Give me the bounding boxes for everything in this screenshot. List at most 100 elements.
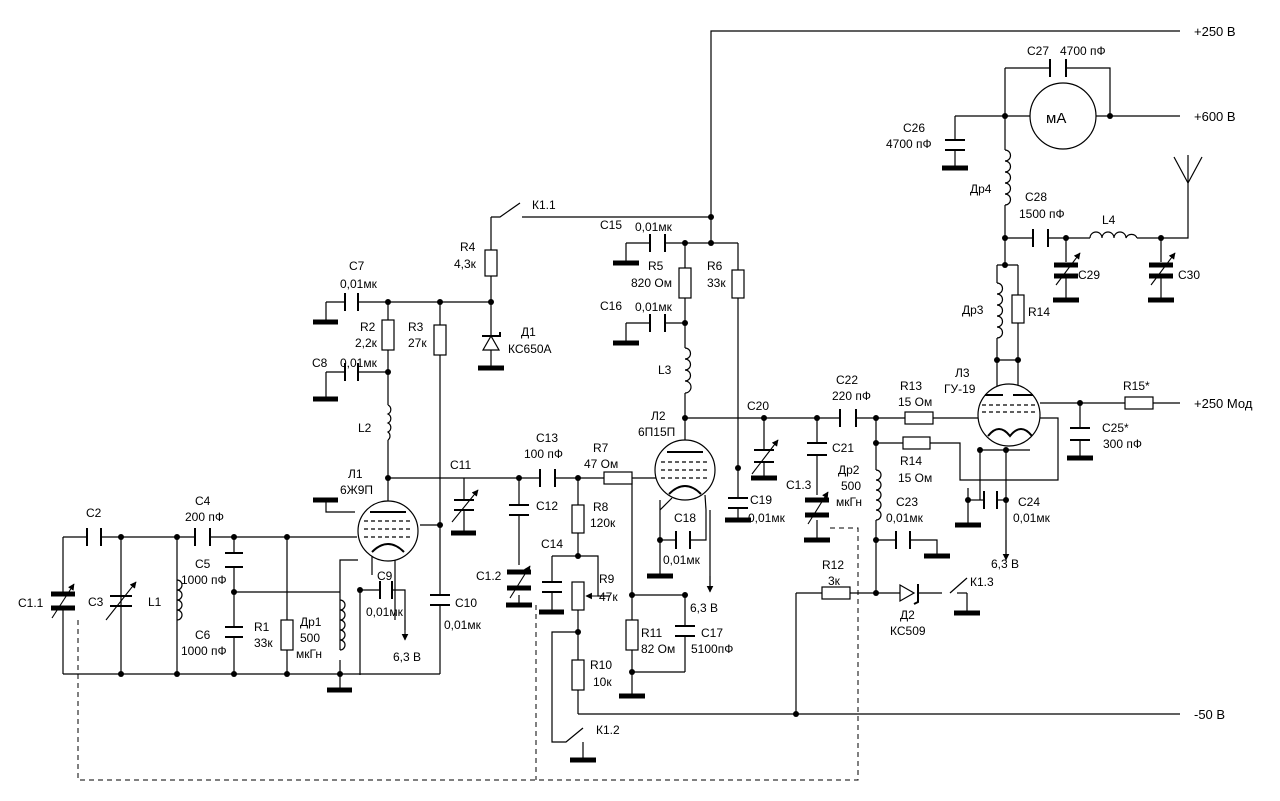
zener-d2 bbox=[899, 583, 916, 603]
component-value: 500 bbox=[841, 479, 861, 493]
component-ref: К1.1 bbox=[532, 198, 556, 212]
component-value: 47к bbox=[599, 590, 618, 604]
component-value: 1500 пФ bbox=[1019, 207, 1065, 221]
component-ref: C9 bbox=[377, 569, 393, 583]
component-ref: C3 bbox=[88, 595, 104, 609]
component-value: 0,01мк bbox=[444, 618, 482, 632]
component-ref: R6 bbox=[707, 259, 723, 273]
component-value: 100 пФ bbox=[524, 447, 563, 461]
component-ref: R9 bbox=[599, 572, 615, 586]
component-ref: R1 bbox=[254, 620, 270, 634]
junctions bbox=[118, 113, 1164, 717]
component-value: 300 пФ bbox=[1103, 437, 1142, 451]
component-value: 220 пФ bbox=[832, 389, 871, 403]
heater-arrows bbox=[401, 540, 1010, 641]
component-value: 1000 пФ bbox=[181, 573, 227, 587]
component-value: 15 Ом bbox=[898, 395, 932, 409]
component-value: 500 bbox=[300, 631, 320, 645]
component-ref: R14 bbox=[900, 454, 922, 468]
component-ref: К1.3 bbox=[970, 575, 994, 589]
inductors bbox=[176, 149, 1138, 651]
component-ref: C1.1 bbox=[18, 596, 44, 610]
component-ref: Д2 bbox=[900, 608, 915, 622]
component-value: 0,01мк bbox=[663, 553, 701, 567]
component-ref: L4 bbox=[1102, 213, 1116, 227]
component-value: 200 пФ bbox=[185, 510, 224, 524]
rail-label: +250 В bbox=[1194, 24, 1236, 39]
component-value: 0,01мк bbox=[366, 605, 404, 619]
tube-ref: Л1 bbox=[348, 467, 363, 481]
ground-symbols bbox=[313, 165, 1174, 763]
component-ref: C20 bbox=[747, 399, 769, 413]
component-ref: C16 bbox=[600, 299, 622, 313]
labels: +250 В +600 В +250 Мод -50 В мА Л1 6Ж9П … bbox=[18, 24, 1253, 737]
component-value: 0,01мк bbox=[635, 300, 673, 314]
component-value: КС650А bbox=[508, 342, 552, 356]
component-ref: C1.2 bbox=[476, 569, 502, 583]
meter-label: мА bbox=[1046, 110, 1066, 127]
component-ref: C18 bbox=[674, 511, 696, 525]
tube-ref: Л3 bbox=[955, 366, 970, 380]
component-ref: C30 bbox=[1178, 268, 1200, 282]
component-ref: C10 bbox=[455, 596, 477, 610]
component-ref: R10 bbox=[590, 658, 612, 672]
component-ref: C15 bbox=[600, 218, 622, 232]
component-ref: L2 bbox=[358, 421, 372, 435]
component-unit: мкГн bbox=[836, 495, 862, 509]
component-value: 0,01мк bbox=[886, 511, 924, 525]
capacitors bbox=[51, 59, 1176, 638]
component-ref: C17 bbox=[701, 626, 723, 640]
component-value: 33к bbox=[707, 276, 726, 290]
component-ref: Др1 bbox=[300, 615, 322, 629]
component-ref: R5 bbox=[648, 259, 664, 273]
component-ref: C5 bbox=[195, 557, 211, 571]
component-value: 15 Ом bbox=[898, 471, 932, 485]
rail-label: -50 В bbox=[1194, 707, 1225, 722]
antenna-icon bbox=[1173, 155, 1203, 184]
component-ref: C2 bbox=[86, 506, 102, 520]
component-value: 3к bbox=[828, 574, 841, 588]
component-value: 0,01мк bbox=[340, 277, 378, 291]
component-value: 4700 пФ bbox=[886, 137, 932, 151]
component-ref: C13 bbox=[536, 431, 558, 445]
component-value: 0,01мк bbox=[635, 220, 673, 234]
diodes bbox=[481, 326, 919, 605]
component-ref: Д1 bbox=[521, 325, 536, 339]
component-ref: C6 bbox=[195, 628, 211, 642]
tube-l3 bbox=[977, 383, 1041, 447]
component-ref: C29 bbox=[1078, 268, 1100, 282]
component-ref: К1.2 bbox=[596, 723, 620, 737]
component-value: 0,01мк bbox=[1013, 511, 1051, 525]
component-ref: C1.3 bbox=[786, 478, 812, 492]
component-ref: C22 bbox=[836, 373, 858, 387]
component-ref: R12 bbox=[822, 558, 844, 572]
component-value: 5100пФ bbox=[691, 642, 733, 656]
component-ref: R7 bbox=[593, 441, 609, 455]
component-ref: R8 bbox=[593, 500, 609, 514]
component-ref: Др3 bbox=[962, 303, 984, 317]
component-ref: C4 bbox=[195, 494, 211, 508]
component-ref: C14 bbox=[541, 537, 563, 551]
component-ref: Др4 bbox=[970, 182, 992, 196]
component-ref: C21 bbox=[832, 441, 854, 455]
component-ref: R4 bbox=[460, 240, 476, 254]
component-value: 82 Ом bbox=[641, 642, 675, 656]
component-value: 0,01мк bbox=[340, 356, 378, 370]
component-value: 1000 пФ bbox=[181, 644, 227, 658]
component-ref: C26 bbox=[903, 121, 925, 135]
rail-label: +600 В bbox=[1194, 109, 1236, 124]
component-value: 2,2к bbox=[355, 336, 378, 350]
resistors bbox=[280, 249, 1154, 691]
heater-label: 6,3 В bbox=[991, 557, 1019, 571]
tube-type: ГУ-19 bbox=[944, 382, 976, 396]
heater-label: 6,3 В bbox=[393, 650, 421, 664]
gang-link bbox=[77, 527, 859, 781]
component-ref: L3 bbox=[658, 363, 672, 377]
component-ref: R2 bbox=[360, 320, 376, 334]
component-ref: C27 bbox=[1027, 44, 1049, 58]
zener-d1 bbox=[481, 334, 501, 351]
component-ref: R3 bbox=[408, 320, 424, 334]
component-ref: Др2 bbox=[838, 463, 860, 477]
component-ref: R11 bbox=[641, 626, 662, 640]
tube-type: 6П15П bbox=[638, 425, 675, 439]
